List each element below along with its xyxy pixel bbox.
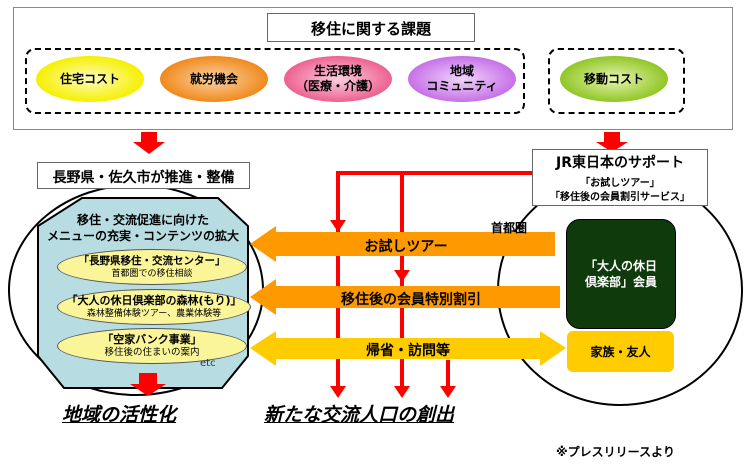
red-arrowhead [394, 386, 410, 398]
arrow-to-jr-support [596, 132, 628, 152]
program-desc: 首都圏での移住相談 [111, 268, 193, 279]
issues-title: 移住に関する課題 [310, 20, 431, 38]
issue-label: 生活環境 （医療・介護） [295, 64, 380, 93]
menu-title-line2: メニューの充実・コンテンツの拡大 [46, 229, 239, 243]
source-note: ※プレスリリースより [556, 445, 675, 459]
etc-label: etc [200, 358, 216, 369]
program-name: 「長野県移住・交流センター」 [78, 254, 226, 267]
program-item: 「長野県移住・交流センター」 首都圏での移住相談 [57, 249, 247, 285]
family-label: 家族・友人 [590, 345, 651, 359]
member-discount-arrow [250, 279, 560, 315]
program-item: 「大人の休日倶楽部の森林(もり)」 森林整備体験ツアー、農業体験等 [57, 289, 251, 325]
issue-living-environment: 生活環境 （医療・介護） [284, 56, 392, 102]
jr-support-line2: 「移住後の会員割引サービス」 [550, 192, 690, 203]
promoter-label: 長野県・佐久市が推進・整備 [52, 170, 235, 186]
arrow-to-revitalization [130, 373, 166, 396]
trial-tour-label: お試しツアー [364, 239, 448, 255]
red-arrowhead [330, 220, 346, 232]
program-desc: 移住後の住まいの案内 [104, 347, 200, 358]
issues-title-box [267, 13, 475, 42]
family-box: 家族・友人 [567, 331, 674, 372]
menu-title-line1: 移住・交流促進に向けた [76, 213, 209, 227]
issue-housing-cost: 住宅コスト [36, 56, 144, 102]
visits-arrow [250, 331, 566, 366]
member-label: 「大人の休日 倶楽部」会員 [584, 259, 657, 289]
red-arrowhead [394, 270, 410, 282]
revitalization-result: 地域の活性化 [62, 404, 177, 426]
promoter-box [37, 162, 250, 189]
visits-label: 帰省・訪問等 [366, 343, 450, 359]
member-box: 「大人の休日 倶楽部」会員 [566, 219, 676, 329]
issue-label: 地域 コミュニティ [426, 64, 498, 93]
member-discount-label: 移住後の会員特別割引 [341, 292, 481, 308]
transport-dashed-group [548, 48, 685, 114]
issue-employment: 就労機会 [160, 56, 268, 102]
program-desc: 森林整備体験ツアー、農業体験等 [86, 309, 222, 319]
program-item: 「空家バンク事業」 移住後の住まいの案内 [57, 328, 247, 364]
issue-label: 住宅コスト [59, 71, 120, 86]
issue-community: 地域 コミュニティ [408, 56, 516, 102]
program-name: 「空家バンク事業」 [102, 333, 202, 346]
issues-dashed-group [25, 48, 525, 114]
region-label: 首都圏 [491, 221, 528, 235]
jr-support-line1: 「お試しツアー」 [580, 178, 660, 189]
issue-label: 就労機会 [189, 71, 238, 86]
jr-support-title: JR東日本のサポート [556, 155, 684, 171]
issue-label: 移動コスト [583, 71, 644, 86]
jr-support-box [532, 149, 708, 206]
red-arrowhead [330, 386, 346, 398]
trial-tour-arrow [250, 226, 555, 262]
program-name: 「大人の休日倶楽部の森林(もり)」 [66, 294, 242, 307]
arrow-to-promoter [133, 132, 165, 154]
red-arrowhead [440, 386, 456, 398]
new-population-result: 新たな交流人口の創出 [264, 404, 455, 426]
issue-transport-cost: 移動コスト [560, 56, 668, 102]
